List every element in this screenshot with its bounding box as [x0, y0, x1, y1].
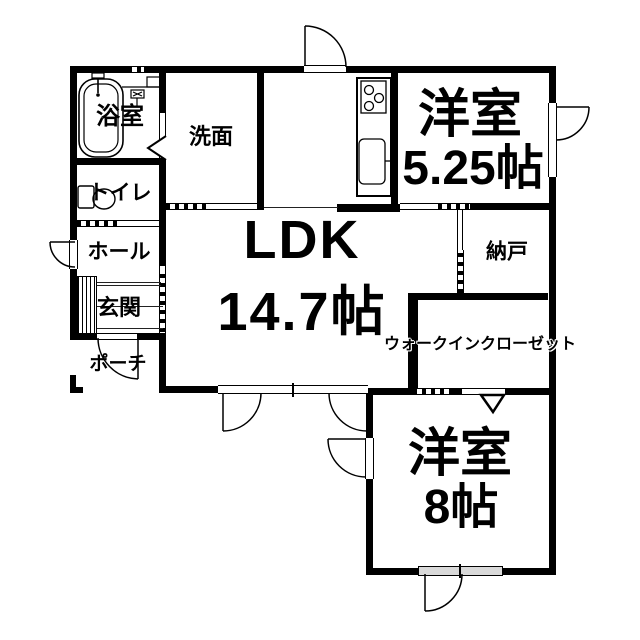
wall	[159, 333, 166, 393]
storage-corridor-opening	[400, 203, 438, 210]
wall	[70, 333, 97, 340]
storage-top-sliding-door	[438, 203, 470, 210]
bathtub-icon	[78, 72, 124, 158]
wall	[549, 66, 556, 103]
label-bathroom: 浴室	[96, 103, 144, 130]
label-entrance: 玄関	[96, 295, 142, 320]
bedroom1-door-swing	[555, 106, 590, 141]
hall-west-door-opening	[69, 240, 78, 269]
closet-folding-door	[478, 393, 507, 415]
bedroom2-south-door-swing	[424, 573, 463, 612]
mullion	[459, 564, 461, 578]
wall	[366, 388, 413, 395]
toilet-sliding-door	[77, 220, 122, 227]
hall-west-door-swing	[49, 241, 76, 268]
wall	[159, 158, 166, 266]
wall	[366, 479, 373, 568]
bedroom2-west-door-opening	[365, 438, 374, 479]
wall	[503, 568, 556, 575]
shoe-cabinet	[77, 276, 97, 334]
shower-icon	[122, 76, 163, 106]
kitchen-backdoor-opening	[304, 65, 346, 73]
wall	[70, 66, 77, 240]
wall	[257, 66, 264, 210]
label-walk-in-closet: ウォークインクローゼット	[383, 336, 577, 353]
label-storage: 納戸	[486, 240, 528, 264]
label-hall: ホール	[87, 240, 151, 264]
wall	[70, 66, 304, 73]
ldk-terrace-door-left-swing	[222, 392, 262, 432]
entrance-step-line	[97, 285, 161, 286]
wall	[70, 220, 77, 227]
label-bedroom1-size: 5.25帖	[402, 142, 544, 195]
stove-icon	[360, 80, 387, 114]
ldk-terrace-door-right-swing	[328, 392, 368, 432]
wall	[408, 293, 548, 300]
wall	[366, 388, 373, 438]
wall	[346, 66, 556, 73]
label-bedroom2-size: 8帖	[423, 481, 499, 534]
label-porch: ポーチ	[89, 353, 147, 375]
entrance-step-line	[97, 306, 163, 307]
label-toilet: トイレ	[88, 181, 152, 205]
bedroom2-west-door-swing	[327, 438, 367, 478]
bathroom-folding-door	[146, 135, 167, 161]
label-bedroom2-name: 洋室	[407, 425, 513, 483]
sink-icon	[358, 138, 391, 185]
wall	[408, 293, 418, 393]
toilet-icon	[77, 185, 116, 210]
label-bedroom1-name: 洋室	[417, 86, 523, 144]
door-swings	[49, 25, 590, 612]
washroom-sliding-door	[166, 203, 210, 210]
wall	[337, 204, 400, 212]
wall	[391, 66, 398, 211]
entrance-step-line	[97, 282, 161, 283]
wall	[470, 203, 556, 210]
wall	[453, 388, 462, 395]
entrance-door-opening	[97, 333, 137, 340]
washroom-door-opening	[210, 203, 257, 210]
label-ldk-name: LDK	[243, 210, 361, 270]
kitchen-boundary-line	[264, 207, 338, 208]
mullion	[292, 383, 294, 397]
wall	[549, 177, 556, 575]
wall	[159, 66, 166, 113]
label-ldk-size: 14.7帖	[217, 282, 387, 342]
wall	[160, 386, 218, 393]
wall	[70, 387, 83, 393]
storage-west-hatch	[457, 250, 464, 293]
toilet-door-opening	[122, 220, 159, 227]
label-washroom: 洗面	[188, 124, 234, 149]
closet-south-hatch	[413, 388, 453, 395]
wall	[505, 388, 556, 395]
wall	[70, 269, 77, 340]
entrance-door-swing	[97, 337, 139, 380]
wall	[366, 568, 418, 575]
wall	[70, 158, 166, 165]
storage-door-opening	[457, 210, 463, 250]
vent-notch	[128, 66, 144, 73]
kitchen-backdoor-swing	[304, 25, 347, 68]
hall-ldk-sliding-door	[159, 271, 166, 332]
wall	[137, 333, 166, 340]
entrance-step-line	[97, 328, 163, 329]
wall	[70, 375, 76, 393]
